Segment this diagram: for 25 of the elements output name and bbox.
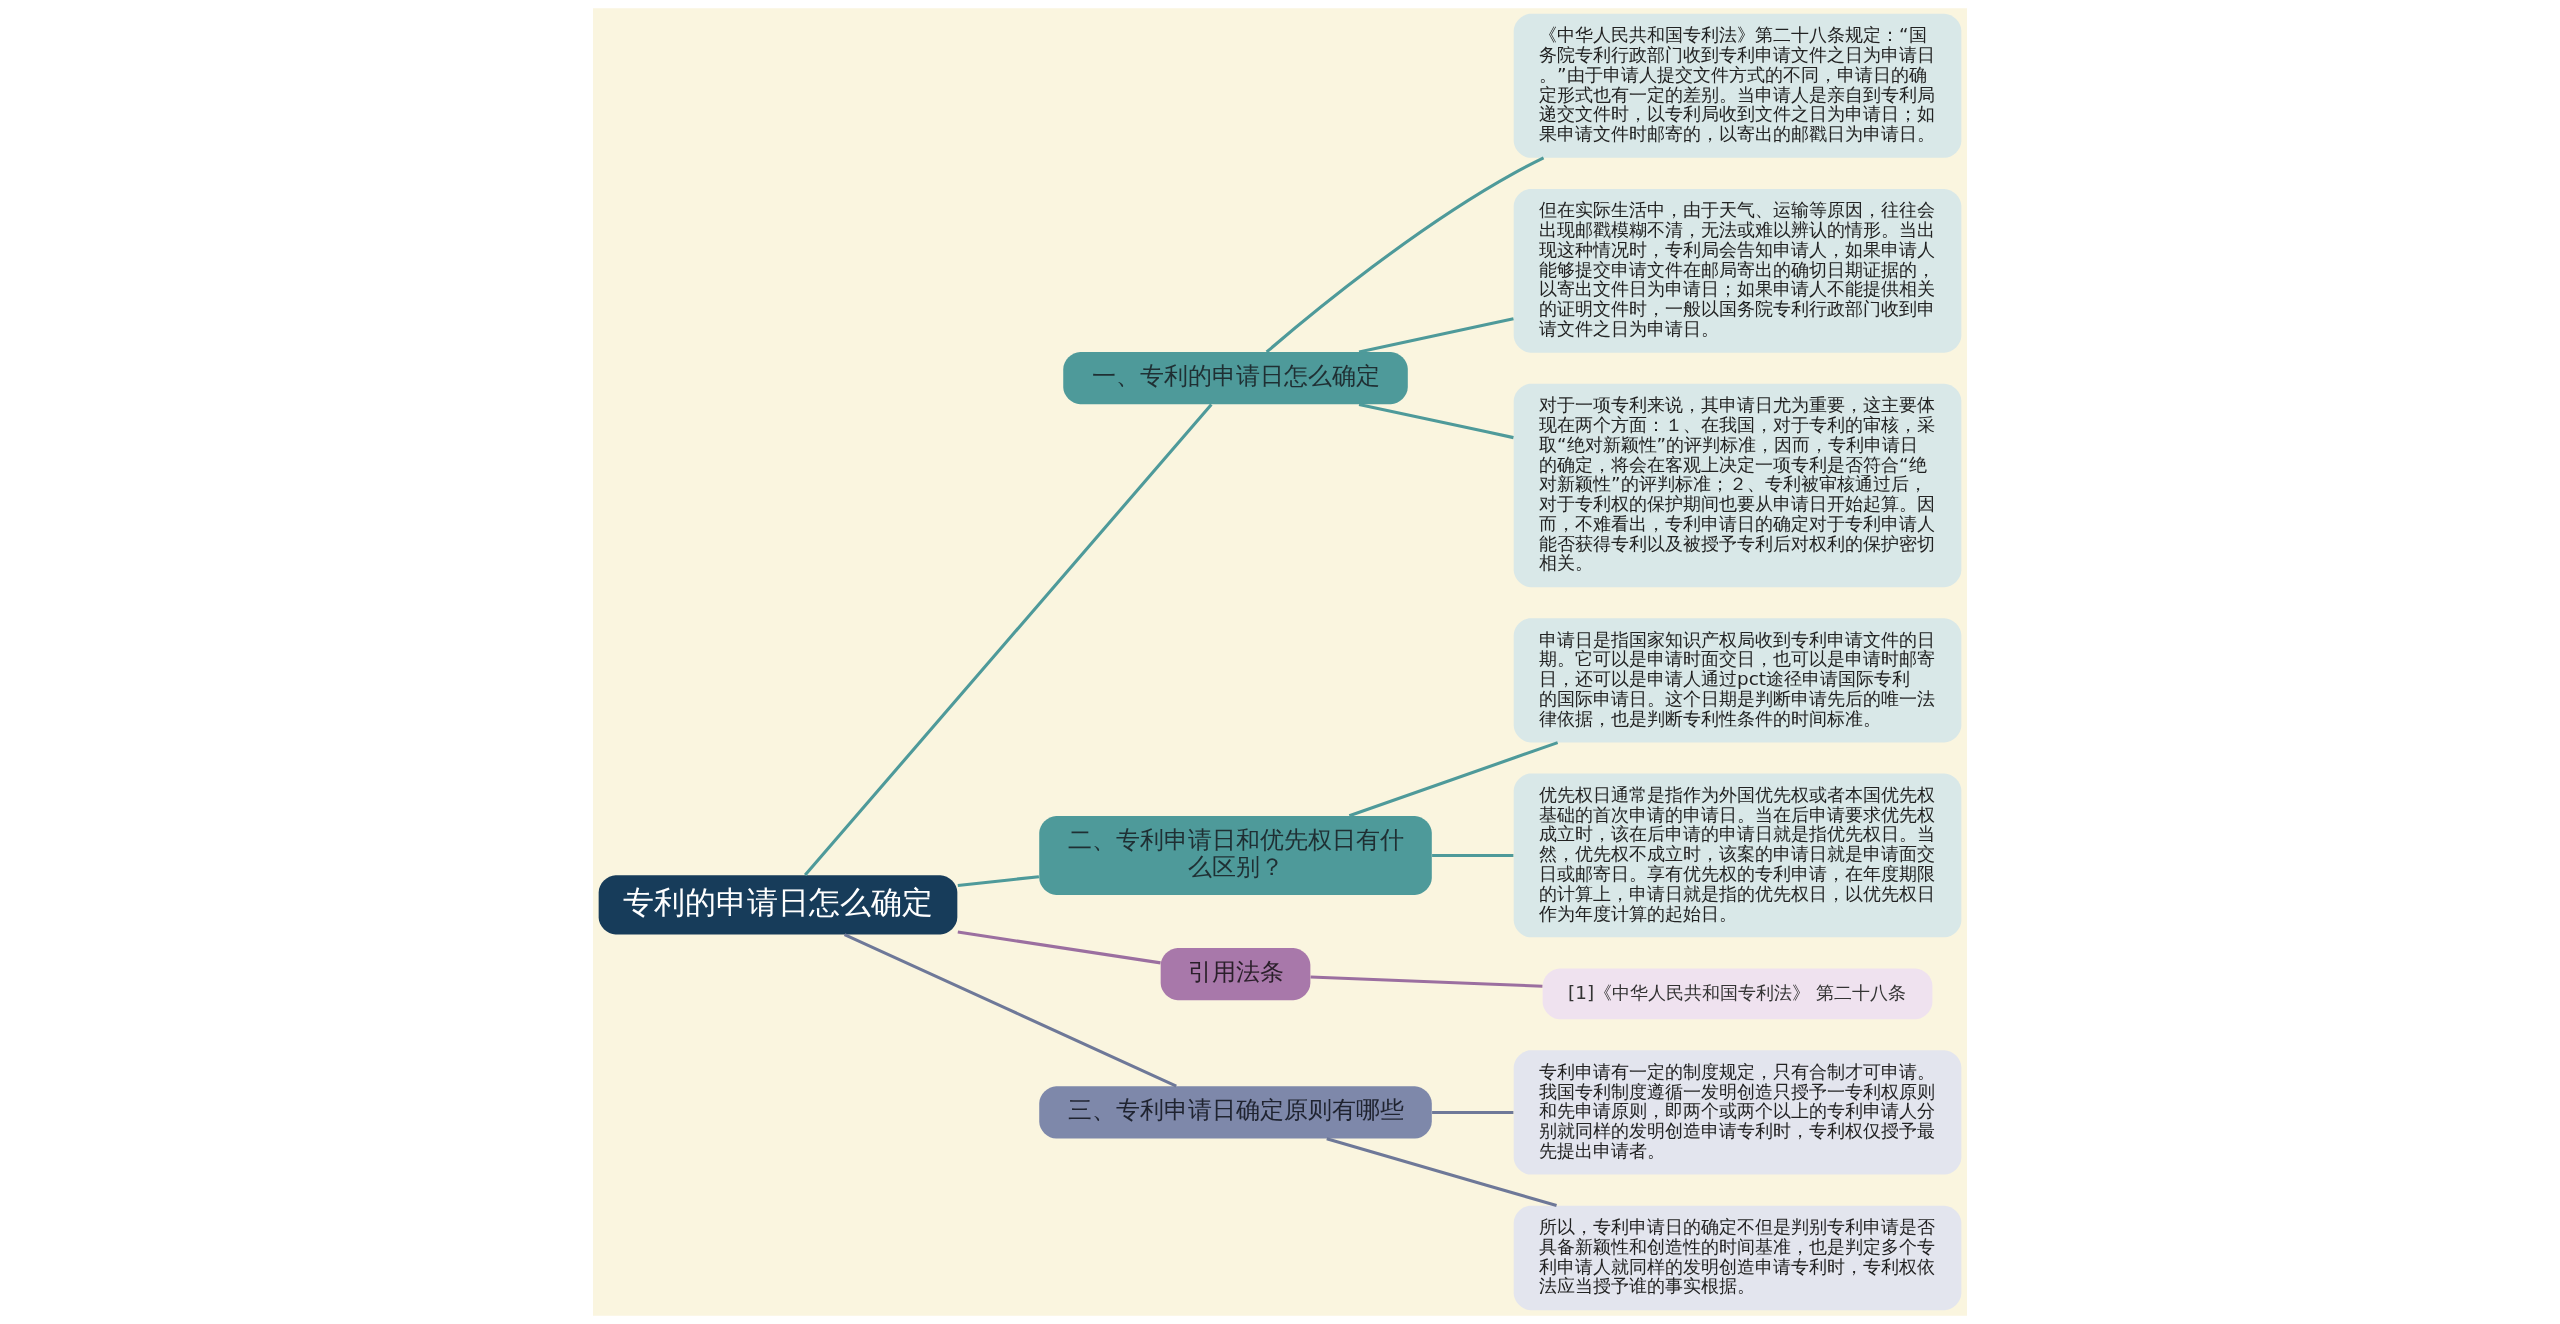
connector <box>1432 853 1514 857</box>
node-box: 优先权日通常是指作为外国优先权或者本国优先权基础的首次申请的申请日。当在后申请要求优先权成立时，该在后申请的申请日就是指优先权日。当然，优先权不成立时，该案的申请日就是申请面交日或邮寄日。享有优先权的专利申请，在年度期限的计算上，申请日就是指的优先权日，以优先权日作为年度计算的起始日。 <box>1513 773 1962 938</box>
node-box: 对于一项专利来说，其申请日尤为重要，这主要体现在两个方面：１、在我国，对于专利的审核，采取“绝对新颖性”的评判标准，因而，专利申请日的确定，将会在客观上决定一项专利是否符合“绝对新颖性”的评判标准；２、专利被审核通过后，对于专利权的保护期间也要从申请日开始起算。因而，不难看出，专利申请日的确定对于专利申请人能否获得专利以及被授予专利后对权利的保护密切相关。 <box>1513 383 1962 588</box>
node-box: 但在实际生活中，由于天气、运输等原因，往往会出现邮戳模糊不清，无法或难以辨认的情形。当出现这种情况时，专利局会告知申请人，如果申请人能够提交申请文件在邮局寄出的确切日期证据的，以寄出文件日为申请日；如果申请人不能提供相关的证明文件时，一般以国务院专利行政部门收到申请文件之日为申请日。 <box>1513 188 1962 353</box>
node-box: 《中华人民共和国专利法》第二十八条规定：“国务院专利行政部门收到专利申请文件之日为申请日。”由于申请人提交文件方式的不同，申请日的确定形式也有一定的差别。当申请人是亲自到专利局递交文件时，以专利局收到文件之日为申请日；如果申请文件时邮寄的，以寄出的邮戳日为申请日。 <box>1513 13 1962 158</box>
connector <box>1326 1137 1557 1208</box>
node-box: 专利申请有一定的制度规定，只有合制才可申请。我国专利制度遵循一发明创造只授予一专利权原则和先申请原则，即两个或两个以上的专利申请人分别就同样的发明创造申请专利时，专利权仅授予最先提出申请者。 <box>1513 1050 1962 1175</box>
node-box: 申请日是指国家知识产权局收到专利申请文件的日期。它可以是申请时面交日，也可以是申请时邮寄日，还可以是申请人通过pct途径申请国际专利的国际申请日。这个日期是判断申请先后的唯一法律依据，也是判断专利性条件的时间标准。 <box>1513 618 1962 743</box>
node-box: 专利的申请日怎么确定 <box>598 875 958 935</box>
node-box: 一、专利的申请日怎么确定 <box>1063 352 1408 405</box>
connector <box>1310 975 1543 988</box>
node-box: 引用法条 <box>1160 947 1311 1001</box>
connector <box>1348 741 1559 818</box>
connector <box>1265 156 1545 354</box>
connector <box>843 933 1177 1088</box>
node-box: 所以，专利申请日的确定不但是判别专利申请是否具备新颖性和创造性的时间基准，也是判定多个专利申请人就同样的发明创造申请专利时，专利权依法应当授予谁的事实根据。 <box>1513 1205 1962 1311</box>
connector <box>957 875 1040 888</box>
node-box: [1]《中华人民共和国专利法》 第二十八条 <box>1542 968 1933 1020</box>
connector <box>1358 317 1514 354</box>
connector <box>1432 1110 1514 1115</box>
node-box: 二、专利申请日和优先权日有什么区别？ <box>1039 815 1432 895</box>
node-box: 三、专利申请日确定原则有哪些 <box>1039 1086 1432 1139</box>
connector <box>1358 402 1514 440</box>
connector <box>957 930 1161 965</box>
connector <box>803 403 1213 877</box>
